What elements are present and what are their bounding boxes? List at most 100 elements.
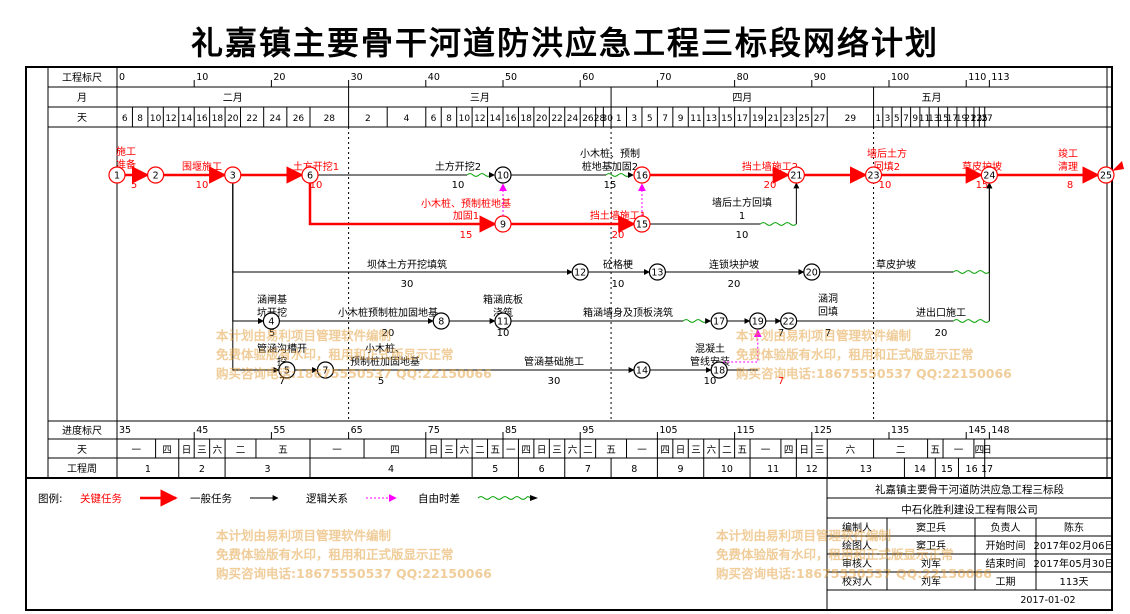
- legend-item-normal: 一般任务: [190, 492, 232, 505]
- day-label: 14: [181, 114, 193, 124]
- activity-name-20-24: 草皮护坡: [876, 258, 916, 271]
- event-node-label: 7: [322, 366, 328, 377]
- day-label: 26: [293, 114, 305, 124]
- scale-tick-label: 70: [659, 72, 671, 83]
- event-node-25: [1097, 166, 1115, 184]
- event-node-label: 20: [806, 268, 818, 279]
- scale-tick-label: 50: [505, 72, 517, 83]
- activity-duration-13-20: 20: [728, 279, 741, 290]
- event-node-10: [494, 166, 512, 184]
- day-label: 13: [706, 114, 717, 124]
- scale-tick-label: 10: [196, 72, 208, 83]
- day-label: 10: [150, 114, 162, 124]
- activity-arrow-3-12: [232, 183, 573, 275]
- activity-name-10-16: 小木桩、预制: [580, 147, 640, 160]
- event-node-label: 16: [636, 171, 648, 182]
- legend-item-float: 自由时差: [418, 492, 460, 505]
- progress-tick-label: 135: [891, 425, 909, 436]
- week-label: 15: [941, 464, 953, 475]
- progress-tick-label: 45: [196, 425, 208, 436]
- weekday-label: 五: [278, 445, 288, 456]
- title-block-cell: 2017年02月06日: [1034, 539, 1115, 552]
- scale-tick-label: 30: [351, 72, 363, 83]
- legend-item-logic: 逻辑关系: [306, 492, 348, 505]
- page-title: 礼嘉镇主要骨干河道防洪应急工程三标段网络计划: [190, 24, 939, 62]
- activity-duration-3-6: 10: [310, 180, 323, 191]
- activity-name-1-2: 施工: [116, 145, 136, 158]
- title-block-cell: 校对人: [842, 575, 872, 588]
- title-block: 礼嘉镇主要骨干河道防洪应急工程三标段中石化胜利建设工程有限公司编制人窦卫兵负责人…: [826, 477, 1115, 611]
- activity-duration-5-7: 5: [378, 376, 384, 387]
- day-label: 17: [737, 114, 748, 124]
- weekday-label: 五: [738, 445, 748, 456]
- event-node-15: [633, 215, 651, 233]
- week-label: 16: [966, 464, 978, 475]
- event-node-label: 9: [500, 220, 506, 231]
- day-label: 25: [976, 114, 987, 124]
- weekday-label: 四: [162, 445, 172, 456]
- day-label: 15: [937, 114, 948, 124]
- activity-name-12-13: 砼格梗: [603, 258, 633, 271]
- legend: 图例:关键任务一般任务逻辑关系自由时差: [38, 489, 538, 507]
- event-node-1: [108, 166, 126, 184]
- activity-duration-22-24: 20: [935, 328, 948, 339]
- row-label-scale: 工程标尺: [62, 72, 102, 84]
- activity-name-11-17: 箱涵墙身及顶板浇筑: [583, 306, 673, 319]
- day-label: 10: [459, 114, 471, 124]
- activity-duration-8-11: 10: [497, 328, 510, 339]
- event-node-22: [780, 312, 798, 330]
- scale-tick-label: 90: [814, 72, 826, 83]
- month-label: 四月: [732, 92, 752, 104]
- week-label: 2: [199, 464, 205, 475]
- event-node-label: 22: [783, 317, 795, 328]
- title-block-border: [826, 477, 1113, 611]
- activity-name-5-7: 预制桩加固地基: [350, 355, 420, 368]
- title-block-cell: 窦卫兵: [916, 539, 946, 552]
- day-label: 29: [845, 114, 857, 124]
- activity-arrow-3-5: [232, 183, 280, 373]
- day-label: 9: [678, 114, 684, 124]
- activity-duration-9-15: 20: [612, 230, 625, 241]
- event-node-label: 11: [497, 317, 509, 328]
- progress-tick-label: 35: [119, 425, 131, 436]
- day-label: 21: [767, 114, 778, 124]
- event-node-14: [633, 361, 651, 379]
- scale-tick-label: 20: [273, 72, 285, 83]
- activity-name-14-18: 混凝土: [695, 342, 725, 355]
- scale-tick-label: 60: [582, 72, 594, 83]
- time-grid: [348, 127, 875, 421]
- legend-label: 图例:: [38, 492, 63, 505]
- logic-link-18-19: [719, 329, 762, 363]
- float-22-24: [953, 319, 990, 323]
- day-label: 20: [536, 114, 548, 124]
- scale-tick-label: 100: [891, 72, 909, 83]
- arrowhead-11-17: [705, 318, 712, 324]
- weekday-label: 一: [132, 445, 142, 456]
- arrowhead-6-10: [489, 172, 495, 178]
- day-label: 3: [885, 114, 891, 124]
- scale-tick-label: 0: [119, 72, 125, 83]
- event-node-label: 15: [636, 220, 648, 231]
- weekday-label: 日: [182, 445, 192, 456]
- event-node-19: [749, 312, 767, 330]
- activity-name-13-20: 连锁块护坡: [709, 258, 759, 271]
- title-block-company: 中石化胜利建设工程有限公司: [901, 503, 1038, 516]
- day-label: 3: [631, 114, 637, 124]
- completion-flag-icon: [1112, 161, 1124, 171]
- day-label: 19: [956, 114, 968, 124]
- event-node-label: 13: [651, 268, 663, 279]
- progress-tick-label: 148: [991, 425, 1009, 436]
- weekday-label: 三: [444, 445, 454, 456]
- day-label: 19: [752, 114, 764, 124]
- activity-name-7-14: 管涵基础施工: [524, 355, 584, 368]
- legend-swatch-float-head: [530, 495, 538, 501]
- event-node-7: [316, 361, 335, 379]
- progress-tick-label: 85: [505, 425, 517, 436]
- activity-name-21-23: 回填2: [874, 160, 900, 173]
- progress-tick-label: 125: [814, 425, 832, 436]
- day-label: 22: [246, 114, 257, 124]
- event-node-20: [803, 263, 821, 281]
- title-block-cell: 窦卫兵: [916, 521, 946, 534]
- row-label-day: 天: [77, 113, 87, 124]
